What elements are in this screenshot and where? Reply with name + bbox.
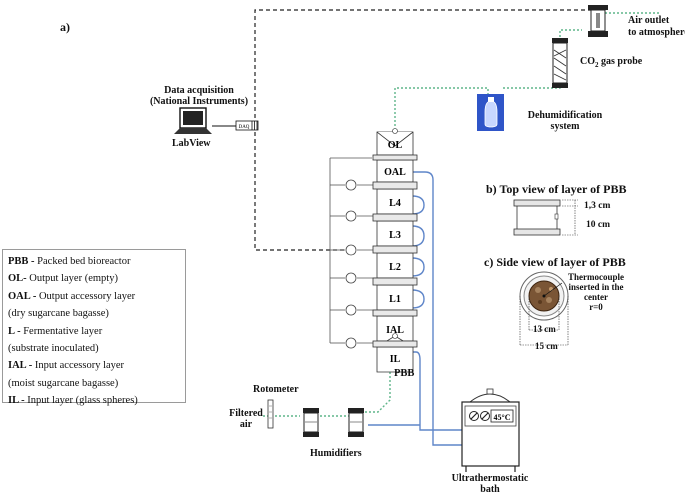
- legend-row: (dry sugarcane bagasse): [8, 305, 180, 322]
- air-line: [263, 12, 660, 417]
- legend-term: IL: [8, 395, 19, 407]
- legend-desc: Input layer (glass spheres): [27, 395, 138, 407]
- top-view-dim-total: 10 cm: [586, 220, 611, 230]
- co2-prefix: CO: [580, 56, 595, 67]
- air-outlet-line-1: Air outlet: [628, 15, 670, 26]
- legend-desc: Output layer (empty): [29, 273, 118, 285]
- rotometer-icon: [267, 399, 274, 429]
- air-outlet-label: Air outlet to atmosphere: [628, 15, 685, 39]
- dehumidification-line-2: system: [550, 121, 580, 132]
- bath-display: 45°C: [494, 413, 511, 422]
- top-view-dim-height: 1,3 cm: [584, 201, 611, 211]
- data-acquisition-line-2: (National Instruments): [149, 96, 249, 107]
- filtered-air-line-1: Filtered: [229, 408, 263, 419]
- legend-row: OL- Output layer (empty): [8, 270, 180, 287]
- side-view-dim-outer: 15 cm: [535, 341, 558, 351]
- layer-oal: OAL: [384, 167, 406, 178]
- layer-ol: OL: [388, 140, 403, 151]
- humidifier-1-icon: [303, 408, 319, 437]
- dehumidification-line-1: Dehumidification: [527, 110, 603, 121]
- data-cable: [254, 9, 598, 125]
- side-view-dim-inner: 13 cm: [533, 324, 556, 334]
- legend-box: PBB - Packed bed bioreactor OL- Output l…: [2, 249, 186, 406]
- legend-row: PBB - Packed bed bioreactor: [8, 253, 180, 270]
- layer-l4: L4: [389, 198, 401, 209]
- layer-ial: IAL: [386, 325, 404, 336]
- legend-term: OL: [8, 273, 24, 285]
- legend-row: (moist sugarcane bagasse): [8, 375, 180, 392]
- bath-line-2: bath: [480, 484, 500, 495]
- data-acquisition-line-1: Data acquisition: [164, 85, 234, 96]
- thermocouple-line-1: Thermocouple: [568, 272, 624, 282]
- legend-row: IAL - Input accessory layer: [8, 357, 180, 374]
- filtered-air-line-2: air: [239, 419, 253, 430]
- layer-l1: L1: [389, 294, 401, 305]
- legend-desc: Packed bed bioreactor: [37, 256, 131, 267]
- dehumidifier-icon: [477, 94, 504, 131]
- side-view-layer: [519, 271, 569, 346]
- legend-sep: -: [30, 290, 39, 302]
- legend-desc: Fermentative layer: [23, 325, 103, 337]
- water-line: [368, 171, 462, 446]
- water-jacket-loops: [411, 195, 425, 309]
- filtered-air-label: Filtered air: [224, 408, 268, 430]
- thermocouple-line-3: center: [584, 292, 608, 302]
- humidifier-2-icon: [348, 408, 364, 437]
- daq-device-icon: DAQ: [235, 120, 259, 131]
- co2-probe-label: CO2 gas probe: [580, 56, 642, 71]
- thermocouple-sensors: [345, 179, 357, 349]
- top-view-title: b) Top view of layer of PBB: [486, 182, 627, 196]
- data-cable-thermocouples: [254, 125, 345, 251]
- co2-probe-icon: [552, 38, 568, 88]
- data-acquisition-label: Data acquisition (National Instruments): [143, 85, 255, 107]
- thermocouple-line-2: inserted in the: [568, 282, 624, 292]
- legend-term: PBB: [8, 256, 29, 267]
- legend-sep: -: [18, 395, 28, 407]
- packed-bed-bioreactor: OL OAL L4 L3 L2 L1 IAL IL: [372, 128, 418, 373]
- air-outlet-filter-icon: [588, 5, 608, 37]
- layer-l3: L3: [389, 230, 401, 241]
- thermocouple-label: Thermocouple inserted in the center r=0: [562, 272, 630, 312]
- legend-term: L: [8, 325, 15, 337]
- legend-row: OAL - Output accessory layer: [8, 288, 180, 305]
- daq-label: DAQ: [239, 125, 250, 130]
- legend-desc: (dry sugarcane bagasse): [8, 308, 109, 320]
- legend-sep: -: [14, 325, 24, 337]
- humidifiers-label: Humidifiers: [310, 448, 362, 459]
- legend-row: IL - Input layer (glass spheres): [8, 392, 180, 409]
- legend-desc: Input accessory layer: [34, 360, 125, 372]
- legend-sep: -: [26, 360, 35, 372]
- legend-term: OAL: [8, 290, 31, 302]
- dehumidification-label: Dehumidification system: [520, 110, 610, 132]
- bath-label: Ultrathermostatic bath: [445, 473, 535, 495]
- laptop-icon: [174, 107, 212, 134]
- legend-sep: -: [23, 273, 30, 285]
- top-view-layer: [513, 199, 578, 236]
- ultrathermostatic-bath-icon: 45°C: [461, 388, 520, 472]
- bath-line-1: Ultrathermostatic: [451, 473, 529, 484]
- legend-desc: Output accessory layer: [38, 290, 136, 302]
- side-view-title: c) Side view of layer of PBB: [484, 255, 626, 269]
- air-outlet-line-2: to atmosphere: [628, 27, 685, 38]
- layer-il: IL: [390, 354, 401, 365]
- legend-row: (substrate inoculated): [8, 340, 180, 357]
- pbb-label: PBB: [394, 368, 415, 379]
- legend-desc: (moist sugarcane bagasse): [8, 377, 119, 389]
- legend-sep: -: [28, 256, 38, 267]
- labview-label: LabView: [172, 138, 211, 149]
- co2-sub: 2: [595, 61, 599, 69]
- panel-label: a): [60, 20, 70, 34]
- legend-term: IAL: [8, 360, 27, 372]
- legend-desc: (substrate inoculated): [8, 343, 99, 355]
- co2-suffix: gas probe: [598, 56, 643, 67]
- thermocouple-line-4: r=0: [589, 302, 603, 312]
- legend-row: L - Fermentative layer: [8, 323, 180, 340]
- rotometer-label: Rotometer: [253, 384, 299, 395]
- layer-l2: L2: [389, 262, 401, 273]
